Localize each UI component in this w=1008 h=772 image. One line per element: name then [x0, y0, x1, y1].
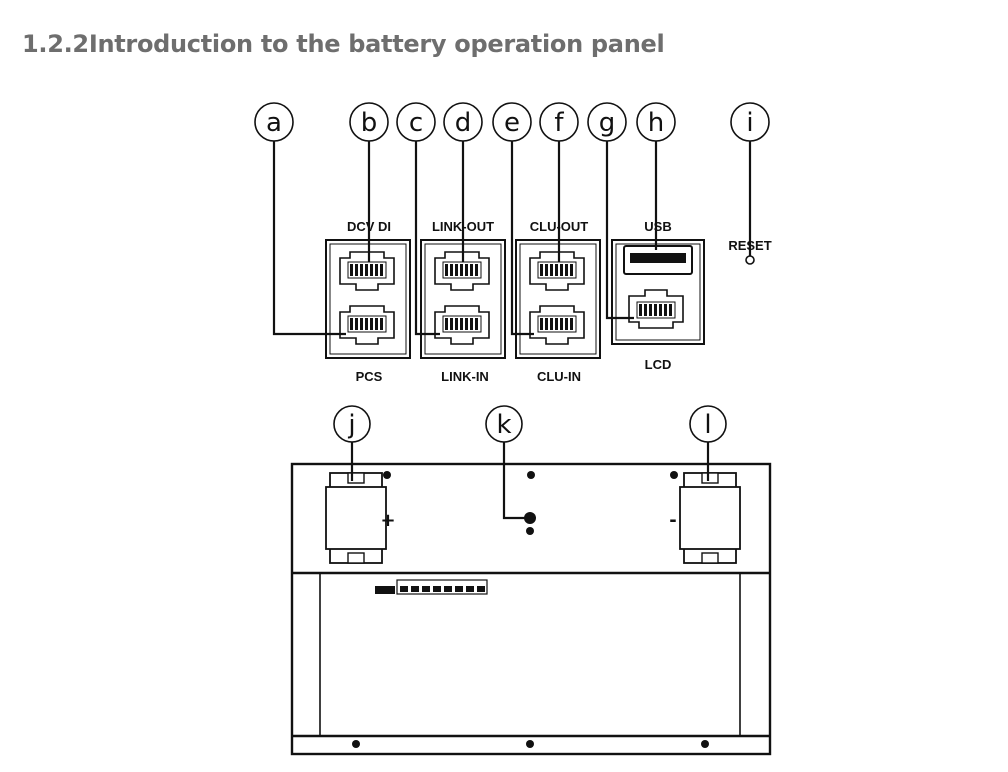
svg-text:h: h	[648, 108, 664, 138]
svg-text:d: d	[455, 108, 472, 138]
clu-out-port[interactable]	[529, 251, 585, 291]
pcs-label: PCS	[356, 369, 383, 384]
svg-text:g: g	[599, 108, 616, 138]
svg-text:l: l	[704, 410, 711, 440]
callout-k: k	[485, 405, 523, 443]
negative-terminal[interactable]	[679, 472, 741, 564]
svg-text:j: j	[347, 410, 355, 440]
callout-e: e	[492, 102, 532, 142]
dcv-di-port[interactable]	[339, 251, 395, 291]
leader-lines-upper	[272, 140, 752, 336]
callout-g: g	[587, 102, 627, 142]
callouts-upper: a b c d e f g h i	[254, 102, 770, 142]
clu-in-label: CLU-IN	[537, 369, 581, 384]
callouts-lower: j k l	[333, 405, 727, 443]
reset-button[interactable]	[745, 255, 755, 265]
svg-text:k: k	[496, 410, 511, 440]
leader-lines-lower	[350, 442, 710, 520]
callout-l: l	[689, 405, 727, 443]
lcd-label: LCD	[645, 357, 672, 372]
callout-h: h	[636, 102, 676, 142]
pcs-port[interactable]	[339, 305, 395, 345]
callout-d: d	[443, 102, 483, 142]
negative-sign: -	[669, 510, 676, 531]
svg-text:e: e	[504, 108, 520, 138]
positive-sign: +	[380, 510, 395, 531]
svg-text:a: a	[266, 108, 282, 138]
grounding-point[interactable]	[524, 512, 536, 524]
callout-b: b	[349, 102, 389, 142]
callout-a: a	[254, 102, 294, 142]
svg-text:i: i	[746, 108, 753, 138]
svg-text:c: c	[409, 108, 423, 138]
svg-text:b: b	[361, 108, 378, 138]
callout-c: c	[396, 102, 436, 142]
lcd-port[interactable]	[628, 289, 684, 329]
usb-label: USB	[644, 219, 671, 234]
positive-terminal[interactable]	[325, 472, 387, 564]
link-in-port[interactable]	[434, 305, 490, 345]
section-heading: 1.2.2Introduction to the battery operati…	[22, 30, 665, 58]
callout-f: f	[539, 102, 579, 142]
callout-i: i	[730, 102, 770, 142]
link-in-label: LINK-IN	[441, 369, 489, 384]
battery-front-view	[290, 462, 772, 756]
indicator-strip	[375, 579, 488, 595]
clu-in-port[interactable]	[529, 305, 585, 345]
svg-text:f: f	[554, 108, 564, 138]
callout-j: j	[333, 405, 371, 443]
module-usb-lcd	[611, 239, 705, 345]
